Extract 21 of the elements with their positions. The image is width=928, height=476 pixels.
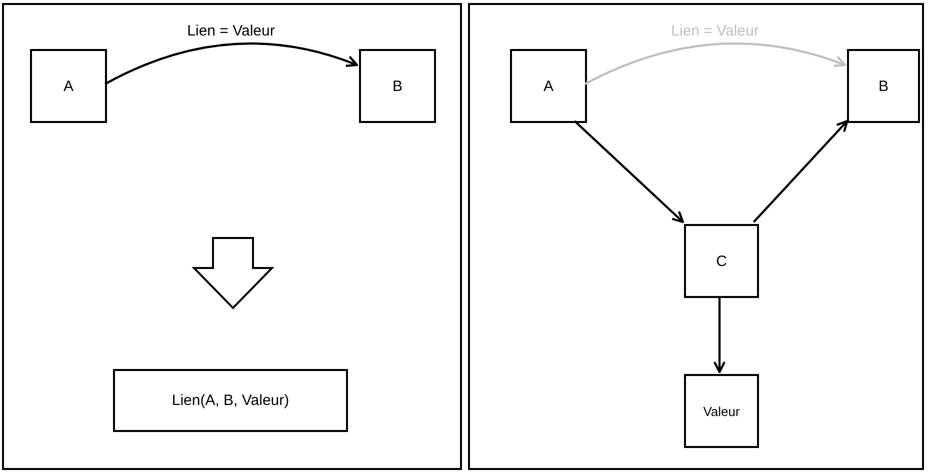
node-box [359,49,436,123]
arrow [752,120,848,223]
node-box [30,49,107,123]
arrow [584,42,846,85]
result-box [113,369,348,432]
node-box [510,49,587,123]
node-box [847,49,920,123]
node-label: A [543,78,554,94]
arrow [104,42,358,85]
node-label: Valeur [703,404,740,418]
arrow [574,120,684,224]
node-label: B [878,78,888,94]
node-box [684,374,759,448]
node-label: C [716,252,727,270]
node-label: A [63,78,74,94]
node-label: B [392,78,402,94]
node-box [684,224,759,298]
arrow [713,296,726,374]
panel-frame [468,3,924,470]
panel-frame [2,3,462,470]
node-label: Lien(A, B, Valeur) [172,392,290,409]
